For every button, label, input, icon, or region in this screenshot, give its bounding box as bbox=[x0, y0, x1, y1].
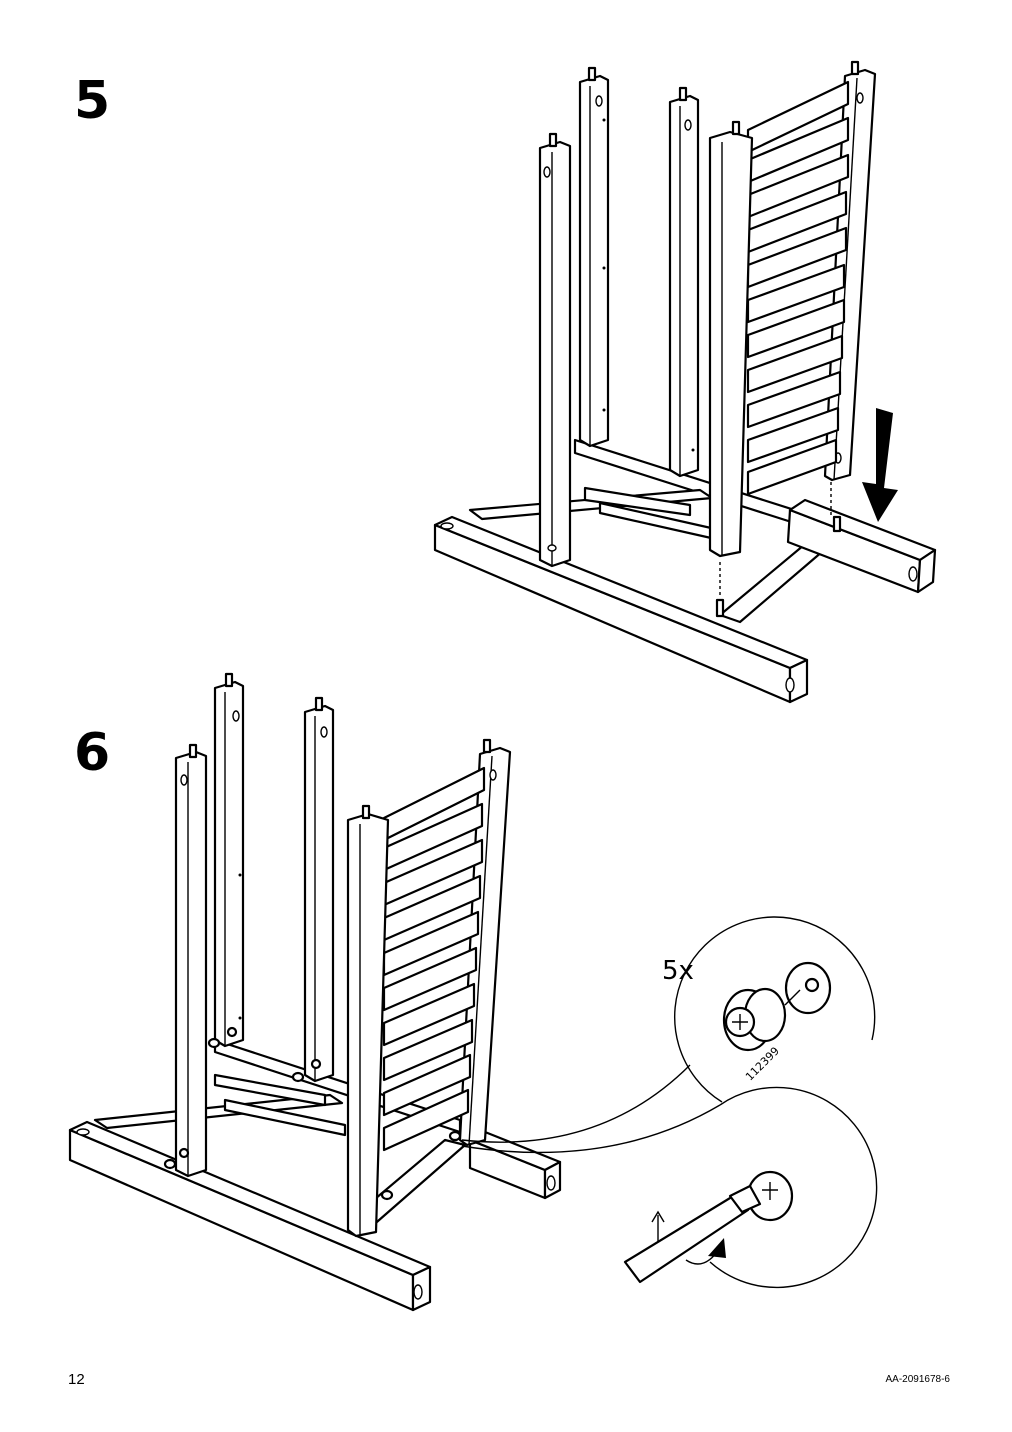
quantity-label: 5x bbox=[662, 956, 694, 986]
step-6-backrest-slats bbox=[382, 766, 486, 1152]
document-id: AA-2091678-6 bbox=[885, 1374, 951, 1385]
step-6-number: 6 bbox=[74, 723, 111, 783]
step-5-number: 5 bbox=[74, 71, 111, 131]
callout-cam-lock-detail: 112399 5x bbox=[662, 916, 876, 1103]
callout-screwdriver-detail bbox=[623, 1086, 878, 1289]
step-5-backrest-slats bbox=[746, 80, 850, 496]
step-6-illustration: 112399 5x bbox=[68, 672, 878, 1312]
step-5-illustration bbox=[433, 60, 937, 704]
step-6-cam-fittings bbox=[163, 1026, 473, 1201]
step-5-down-arrow bbox=[862, 408, 898, 522]
page-number: 12 bbox=[68, 1371, 85, 1388]
